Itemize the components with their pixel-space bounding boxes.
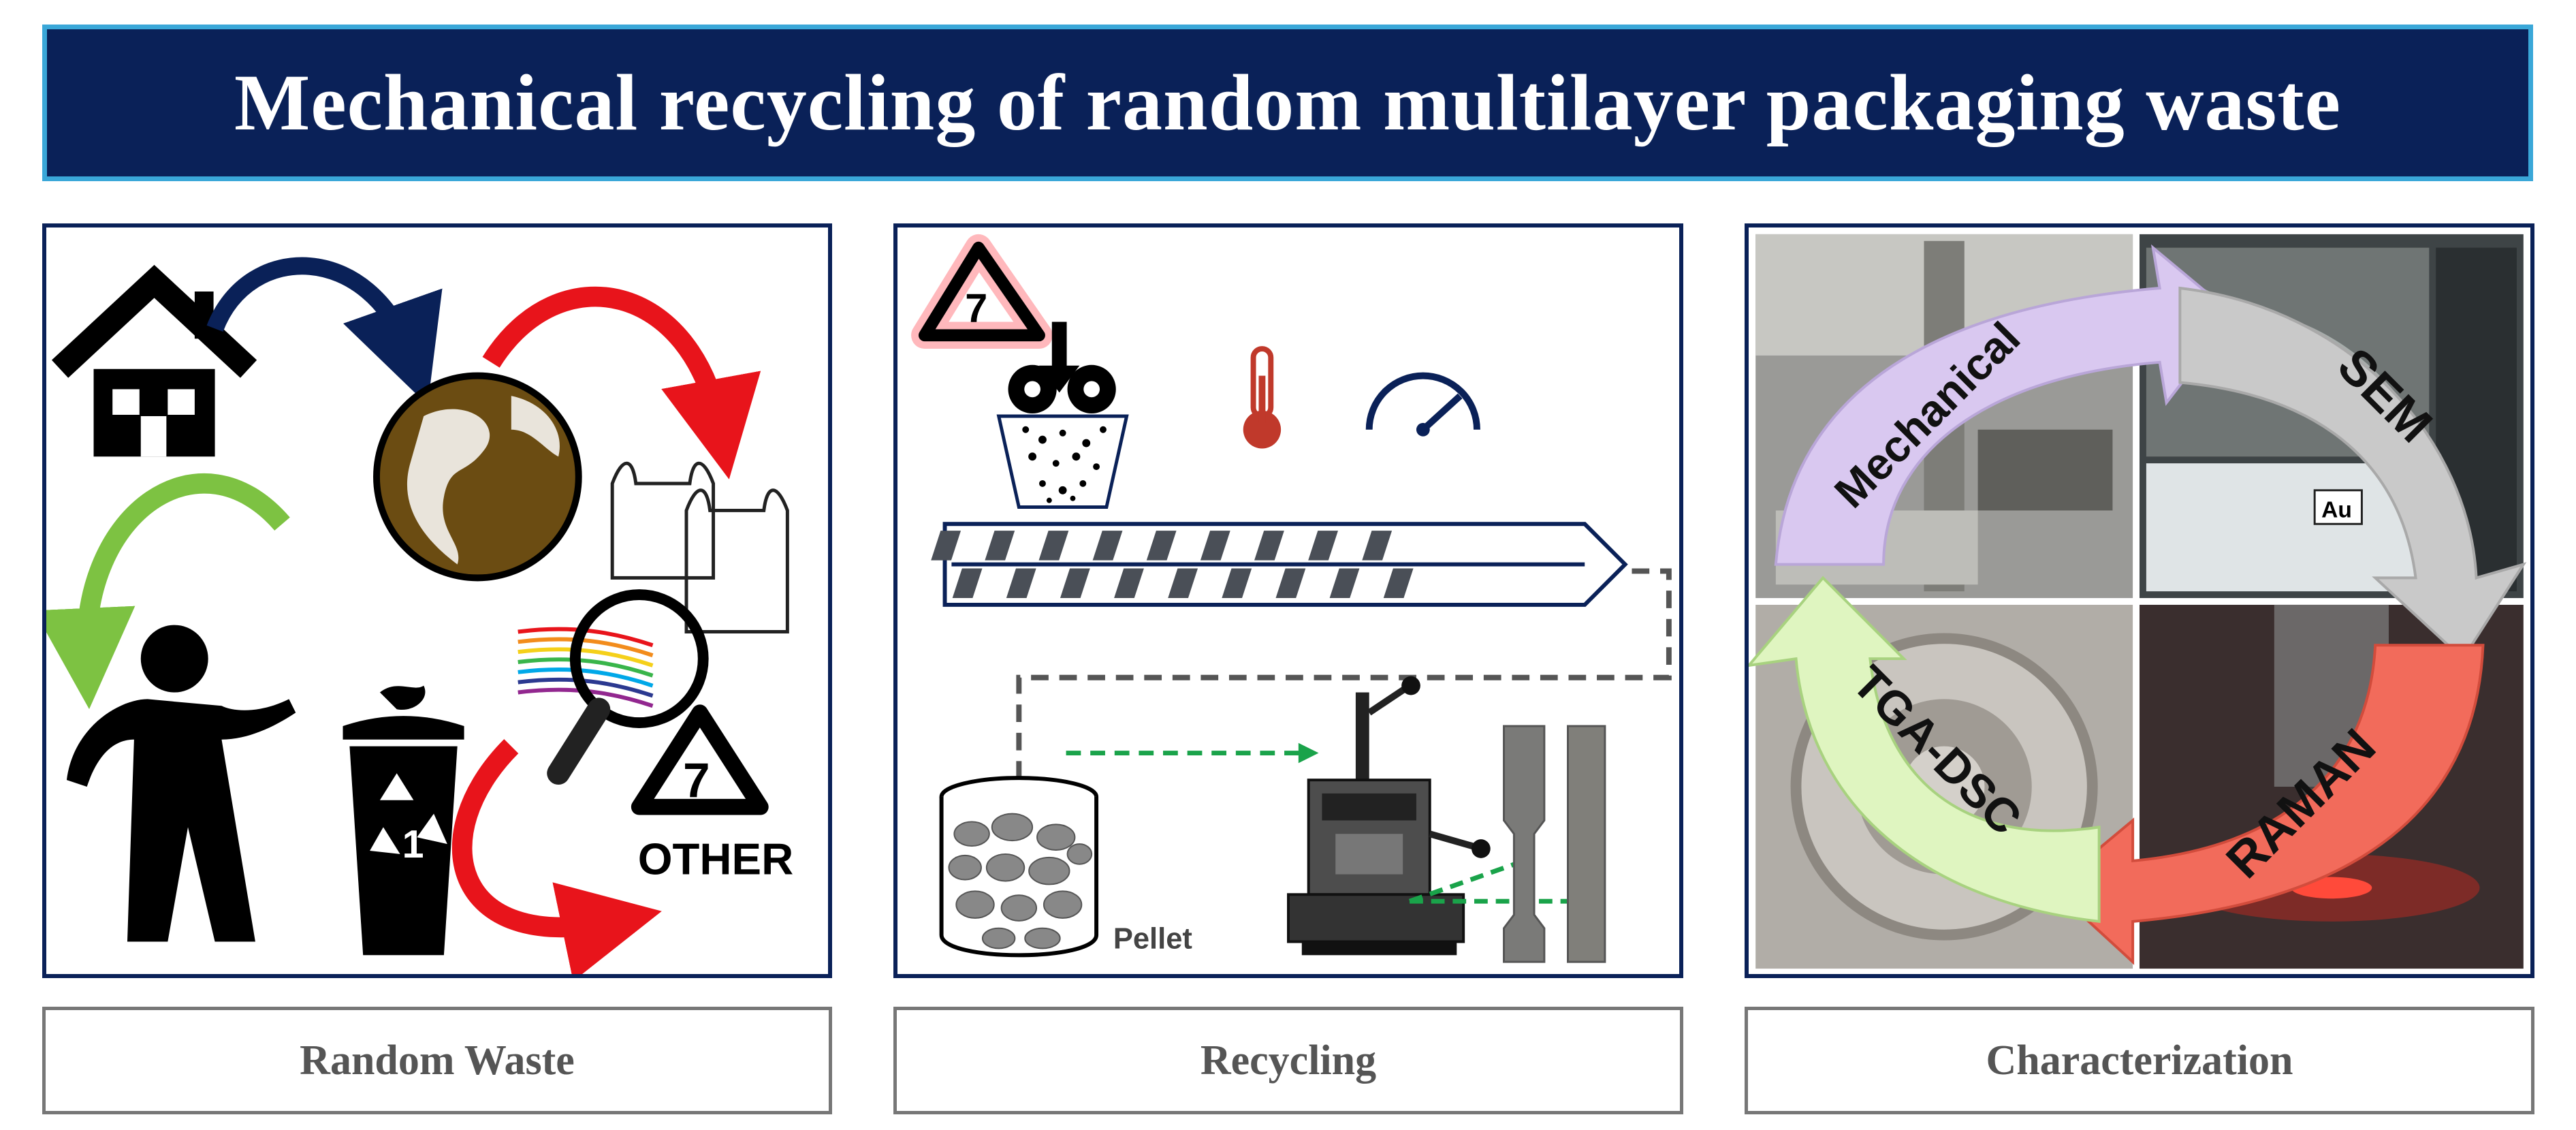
recycle-code: 7 (683, 754, 710, 808)
recycle-label: OTHER (638, 834, 793, 884)
caption-recycling: Recycling (893, 1007, 1683, 1114)
tensile-specimen (1503, 725, 1546, 963)
thermometer-icon (1243, 346, 1282, 449)
sem-au-label: Au (2321, 497, 2352, 522)
characterization-illustration: Au Mechanical SEM RAMA (1749, 234, 2527, 969)
caption-random-waste: Random Waste (42, 1007, 832, 1114)
hopper (996, 414, 1129, 509)
page-title: Mechanical recycling of random multilaye… (234, 58, 2342, 147)
tga-dsc-arrow (1749, 576, 2101, 924)
green-arrow (46, 473, 290, 710)
house-icon (51, 264, 257, 457)
shredded-particles (1022, 426, 1107, 503)
sem-arrow (2178, 286, 2527, 661)
random-waste-illustration: 1 7 OTHER (46, 257, 793, 974)
panel-characterization: Au Mechanical SEM RAMA (1745, 223, 2534, 978)
screw-flights (931, 531, 1414, 599)
caption-text: Random Waste (300, 1037, 575, 1084)
plastic-bag-icon (610, 461, 789, 633)
magnifier-icon (547, 589, 709, 785)
pellet-label: Pellet (1113, 922, 1192, 955)
injection-molding-machine (1287, 676, 1491, 956)
pellet-container (939, 776, 1099, 958)
recycle-code-7-icon: 7 (911, 234, 1053, 349)
globe-icon (373, 372, 582, 582)
mechanical-arrow (1774, 244, 2236, 566)
title-banner: Mechanical recycling of random multilaye… (42, 25, 2533, 181)
person-throwing-icon (66, 625, 296, 942)
panel-random-waste: 1 7 OTHER (42, 223, 832, 978)
recycle-code-7-icon: 7 OTHER (631, 704, 793, 884)
recycling-illustration: 7 (911, 234, 1672, 963)
panel-recycling: 7 (893, 223, 1683, 978)
gear-icon (1008, 364, 1116, 414)
recycle-code: 7 (965, 285, 987, 330)
navy-arrow (206, 257, 443, 405)
recycle-bin-icon: 1 (343, 685, 464, 956)
red-arrow-top (482, 286, 761, 480)
red-arrow-bottom (451, 739, 662, 974)
caption-text: Recycling (1200, 1037, 1377, 1084)
impact-specimen (1567, 725, 1606, 963)
flow-dashed-line (1016, 568, 1672, 781)
bin-code: 1 (402, 823, 424, 866)
caption-text: Characterization (1986, 1037, 2293, 1084)
caption-characterization: Characterization (1745, 1007, 2534, 1114)
raman-arrow (2050, 644, 2485, 965)
pressure-gauge-icon (1365, 372, 1480, 437)
